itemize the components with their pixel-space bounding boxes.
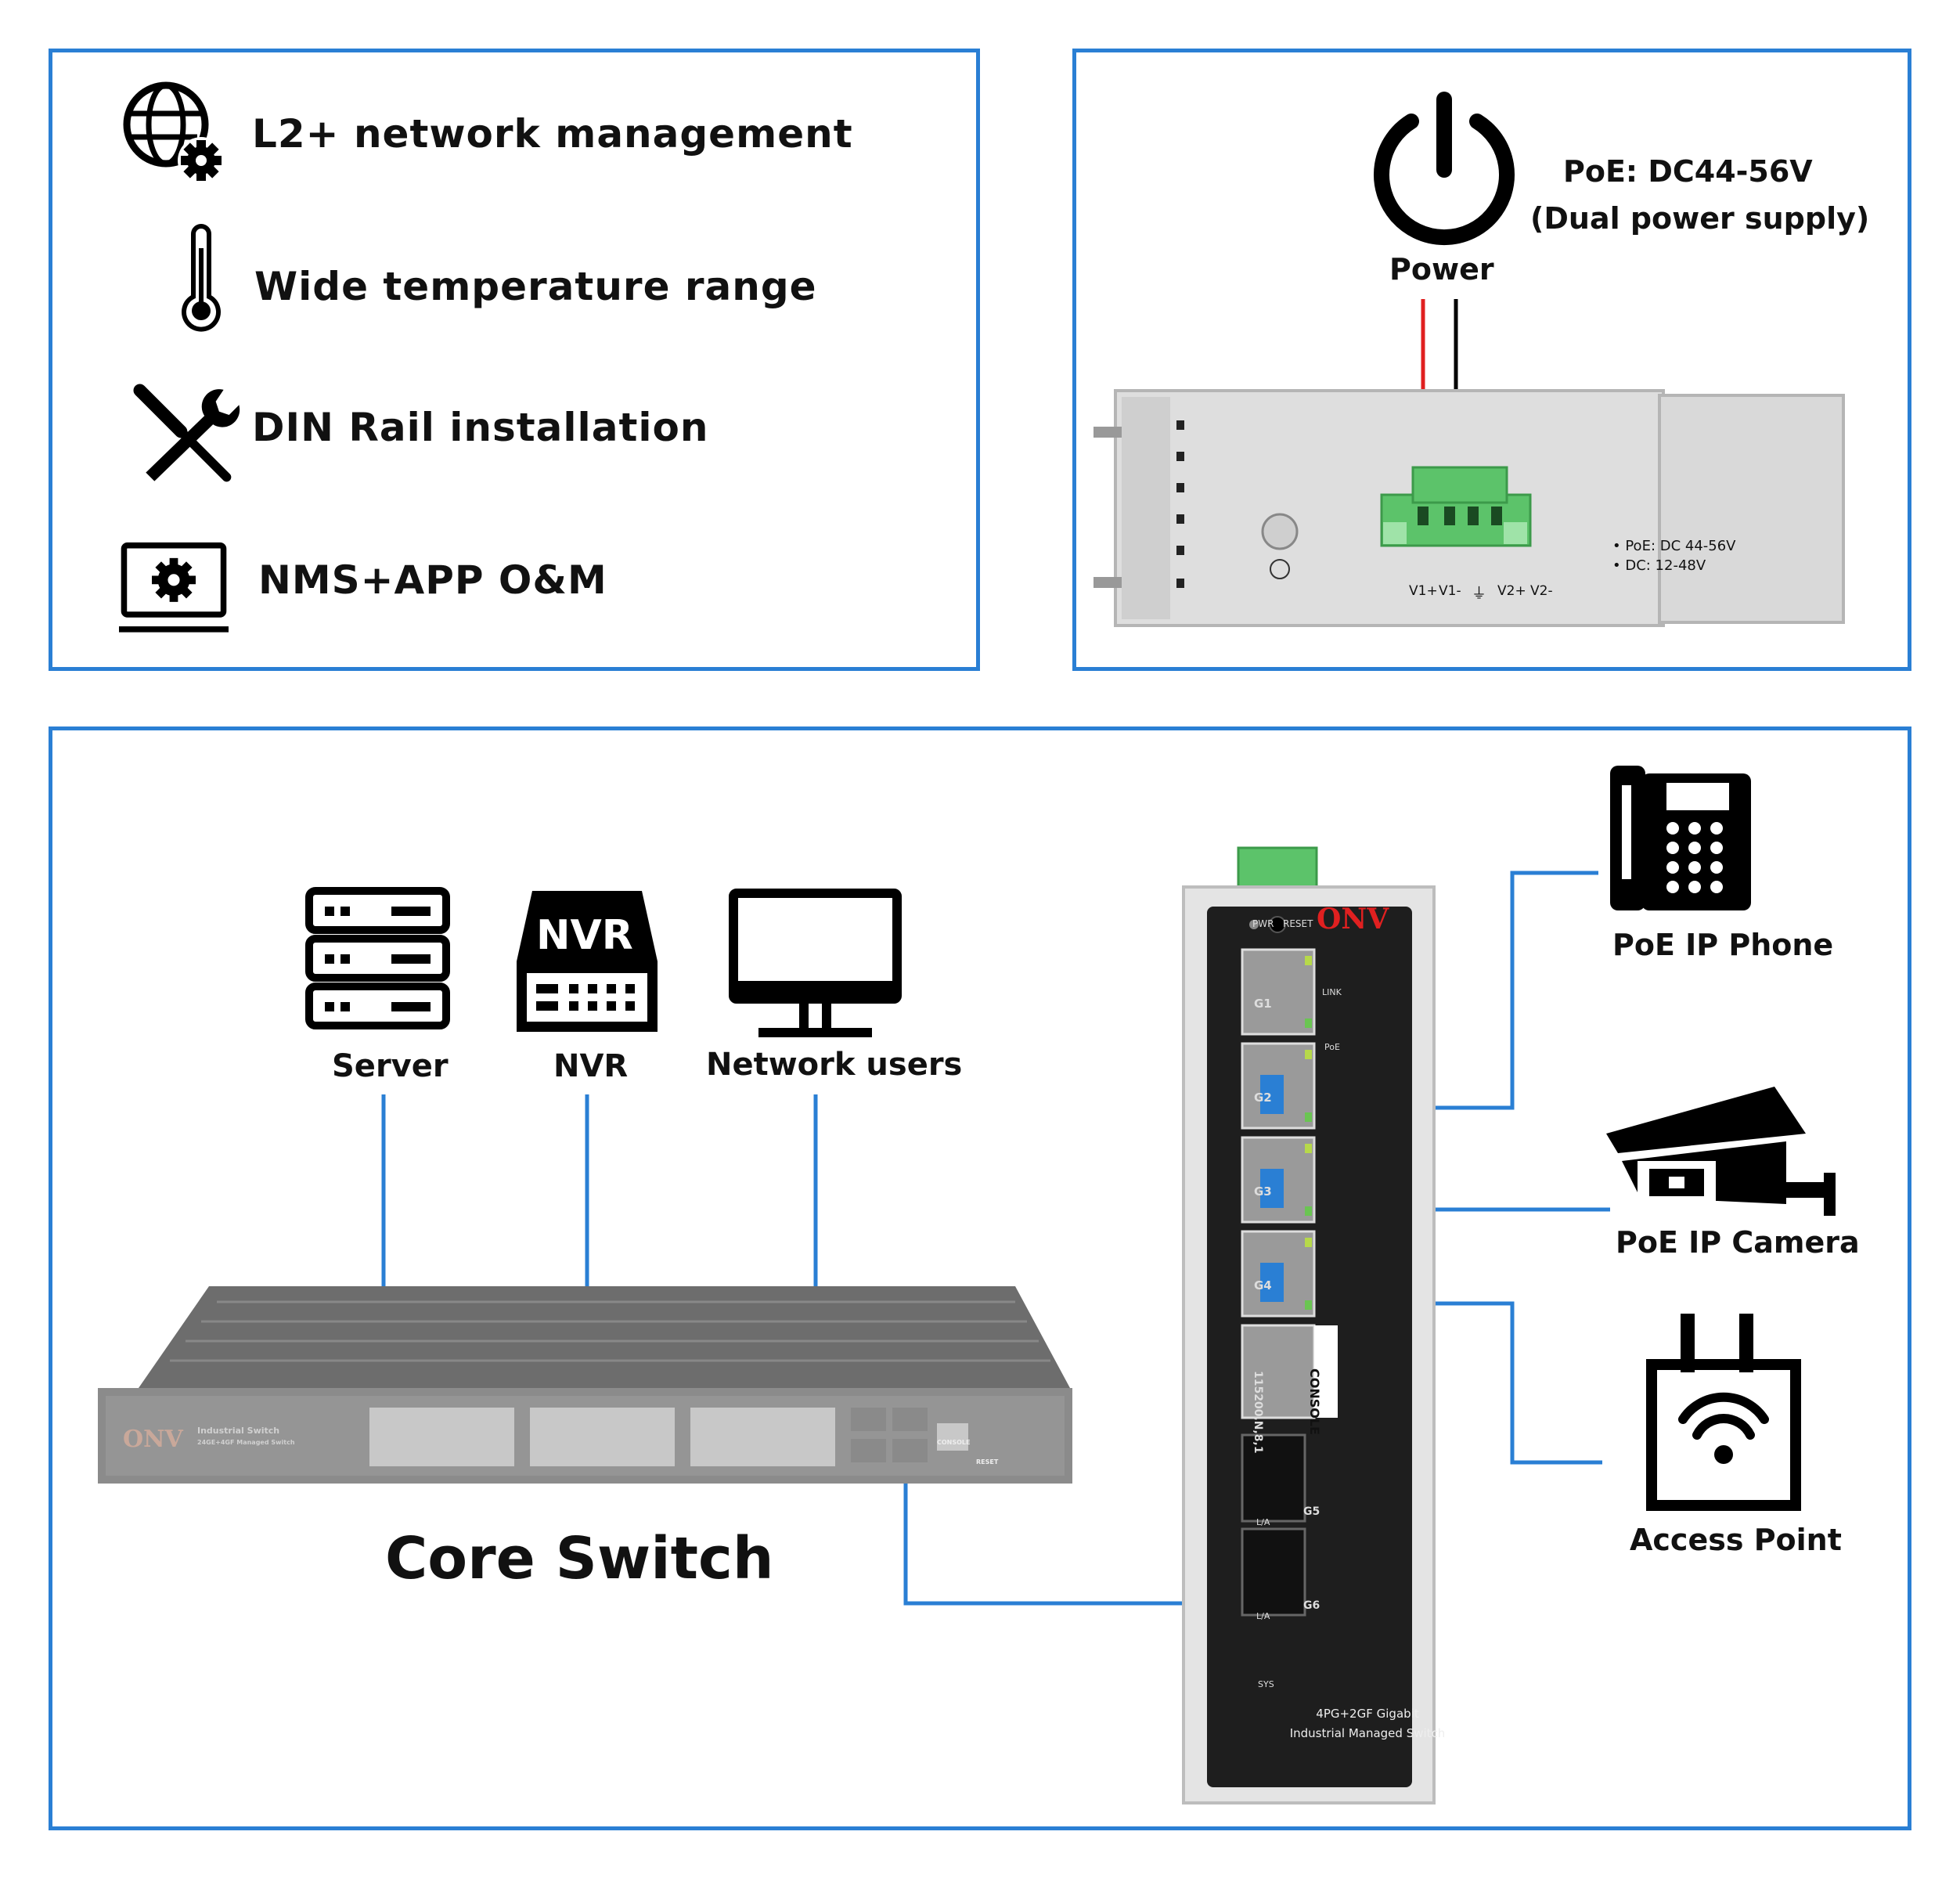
core-reset: RESET <box>976 1458 999 1466</box>
edge-poe-label: PoE <box>1324 1042 1340 1052</box>
edge-sfp-ports <box>1241 1433 1306 1617</box>
port-label-g3: G3 <box>1254 1184 1272 1199</box>
edge-brand: ONV <box>1317 903 1389 936</box>
nvr-badge: NVR <box>536 912 633 959</box>
monitor-icon <box>729 889 902 1037</box>
feature-row: DIN Rail installation <box>52 381 976 499</box>
core-model-line2: 24GE+4GF Managed Switch <box>197 1439 295 1446</box>
nvr-icon <box>517 891 658 1032</box>
power-icon <box>1374 92 1515 246</box>
network-users-label: Network users <box>706 1047 963 1083</box>
power-label: Power <box>1389 252 1494 287</box>
port-label-g2: G2 <box>1254 1091 1272 1105</box>
feature-row: NMS+APP O&M <box>52 538 976 655</box>
feature-row: Wide temperature range <box>52 224 976 342</box>
core-console: CONSOLE <box>937 1439 971 1446</box>
terminal-label: V2- <box>1530 583 1553 599</box>
edge-console-label: CONSOLE <box>1307 1368 1322 1435</box>
network-panel: Server NVR NVR Network users <box>49 726 1911 1830</box>
core-model-line1: Industrial Switch <box>197 1426 280 1436</box>
dual-power-label: (Dual power supply) <box>1530 201 1870 236</box>
edge-model-line1: 4PG+2GF Gigabit <box>1316 1707 1419 1721</box>
poe-voltage-label: PoE: DC44-56V <box>1563 154 1813 189</box>
spec-poe-label: • PoE: DC 44-56V <box>1612 538 1736 554</box>
core-rj45-ports <box>369 1408 835 1466</box>
camera-icon <box>1606 1087 1836 1216</box>
thermometer-icon <box>182 224 221 332</box>
wrench-screwdriver-icon <box>133 384 240 482</box>
globe-gear-icon <box>123 81 225 184</box>
feature-panel: L2+ network management Wide temperature … <box>49 49 980 671</box>
phone-icon <box>1610 766 1751 910</box>
terminal-label: ⏚ <box>1472 585 1487 602</box>
din-clip <box>1122 397 1170 619</box>
edge-reset: RESET <box>1283 918 1313 929</box>
port-label-g1: G1 <box>1254 997 1272 1011</box>
core-brand: ONV <box>123 1426 183 1453</box>
feature-label: Wide temperature range <box>254 264 817 309</box>
feature-row: L2+ network management <box>52 76 976 193</box>
spec-dc-label: • DC: 12-48V <box>1612 557 1706 574</box>
feature-label: NMS+APP O&M <box>258 557 607 603</box>
port-label-g4: G4 <box>1254 1278 1272 1293</box>
feature-label: L2+ network management <box>252 111 853 157</box>
phone-label: PoE IP Phone <box>1612 928 1834 962</box>
terminal-label: V2+ <box>1497 583 1526 599</box>
edge-switch <box>1182 846 1436 1804</box>
switch-side-view <box>1093 299 1845 627</box>
laptop-gear-icon <box>119 542 229 633</box>
nvr-label: NVR <box>553 1048 629 1084</box>
access-point-icon <box>1646 1314 1801 1511</box>
terminal-label: V1+ <box>1409 583 1438 599</box>
edge-link-label: LINK <box>1322 987 1342 997</box>
edge-pwr: PWR <box>1252 918 1274 929</box>
server-icon <box>305 887 450 1029</box>
uplink-fiber <box>903 1458 1250 1606</box>
core-switch <box>98 1286 1072 1484</box>
port-label-g5: G5 <box>1303 1505 1320 1518</box>
edge-model-line2: Industrial Managed Switch <box>1289 1726 1446 1740</box>
camera-label: PoE IP Camera <box>1616 1225 1860 1260</box>
power-panel: Power PoE: DC44-56V (Dual power supply) … <box>1072 49 1911 671</box>
ground-screw <box>1261 513 1299 550</box>
terminal-label: V1- <box>1439 583 1461 599</box>
feature-label: DIN Rail installation <box>252 405 709 450</box>
server-label: Server <box>332 1048 449 1084</box>
edge-la-label: L/A <box>1256 1517 1270 1527</box>
port-label-g6: G6 <box>1303 1599 1320 1612</box>
access-point-label: Access Point <box>1630 1523 1842 1557</box>
edge-sys-label: SYS <box>1258 1679 1274 1689</box>
core-switch-label: Core Switch <box>385 1525 774 1592</box>
edge-la-label: L/A <box>1256 1611 1270 1621</box>
edge-baud: 115200,N,8,1 <box>1252 1371 1264 1454</box>
